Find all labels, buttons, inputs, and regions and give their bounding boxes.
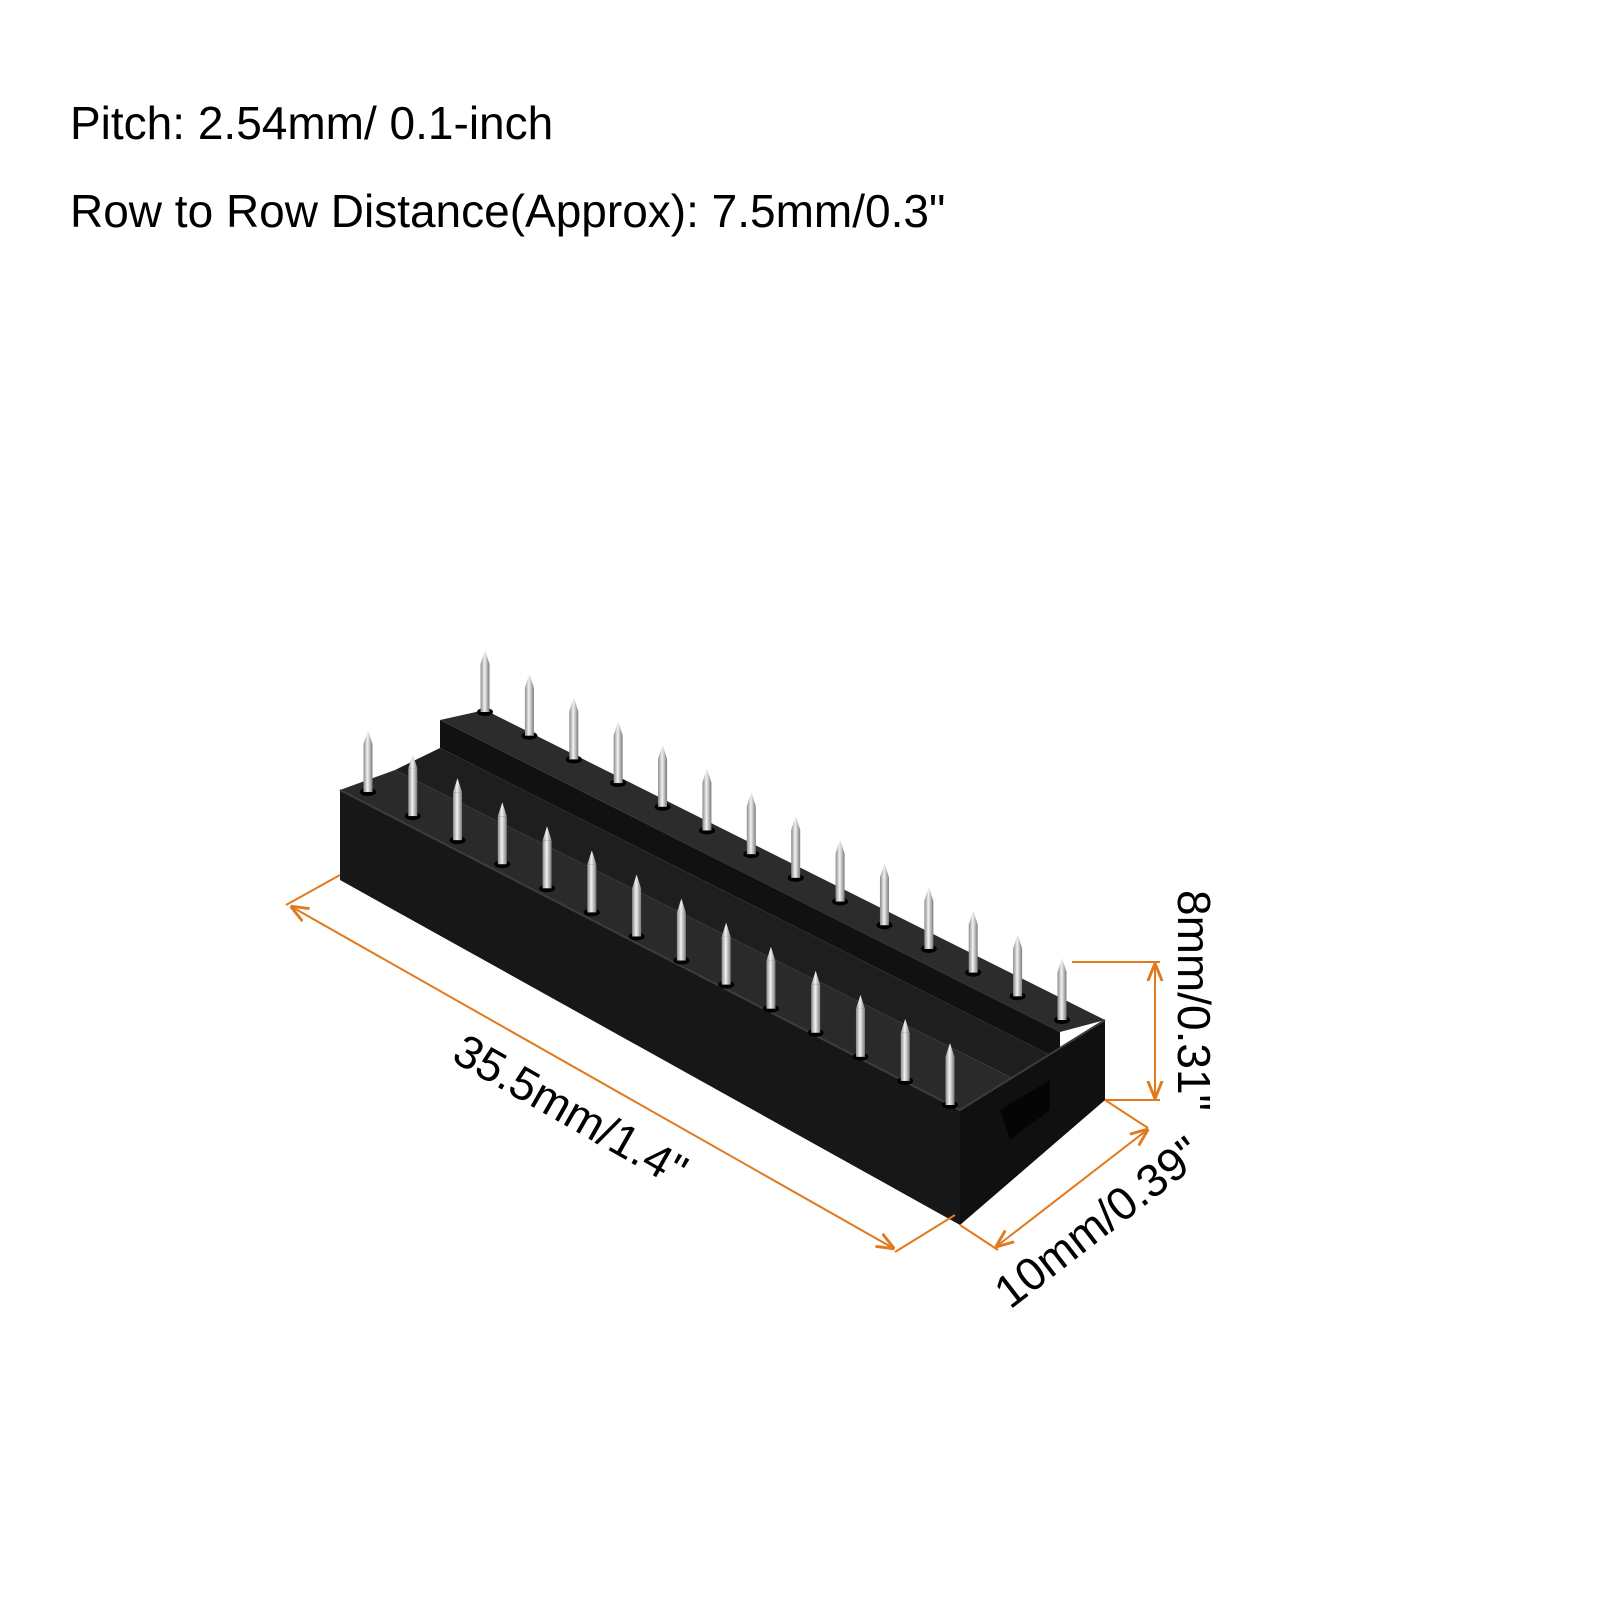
back-pin bbox=[787, 815, 804, 882]
spec-pitch: Pitch: 2.54mm/ 0.1-inch bbox=[70, 97, 554, 149]
front-pin bbox=[360, 730, 376, 796]
back-pin bbox=[965, 910, 982, 977]
front-pin bbox=[942, 1043, 958, 1109]
front-pin bbox=[897, 1018, 914, 1085]
back-pin-row bbox=[477, 650, 1070, 1024]
spec-row-distance: Row to Row Distance(Approx): 7.5mm/0.3" bbox=[70, 185, 946, 237]
back-pin bbox=[743, 792, 760, 859]
back-pin bbox=[1054, 958, 1070, 1024]
length-dimension-line bbox=[292, 907, 893, 1248]
back-pin bbox=[698, 768, 715, 835]
back-pin bbox=[565, 697, 582, 764]
back-pin bbox=[1009, 934, 1026, 1001]
height-label: 8mm/0.31" bbox=[1168, 890, 1220, 1111]
back-pin bbox=[610, 721, 627, 788]
width-dimension-line bbox=[997, 1130, 1147, 1246]
back-pin bbox=[477, 650, 493, 716]
back-pin bbox=[654, 744, 671, 811]
height-dimension: 8mm/0.31" bbox=[1072, 890, 1220, 1111]
back-pin bbox=[521, 673, 538, 740]
back-pin bbox=[920, 886, 937, 953]
front-pin bbox=[494, 802, 511, 869]
front-pin bbox=[449, 778, 466, 845]
front-pin bbox=[539, 826, 556, 893]
front-pin bbox=[404, 754, 421, 821]
back-pin bbox=[832, 839, 849, 906]
